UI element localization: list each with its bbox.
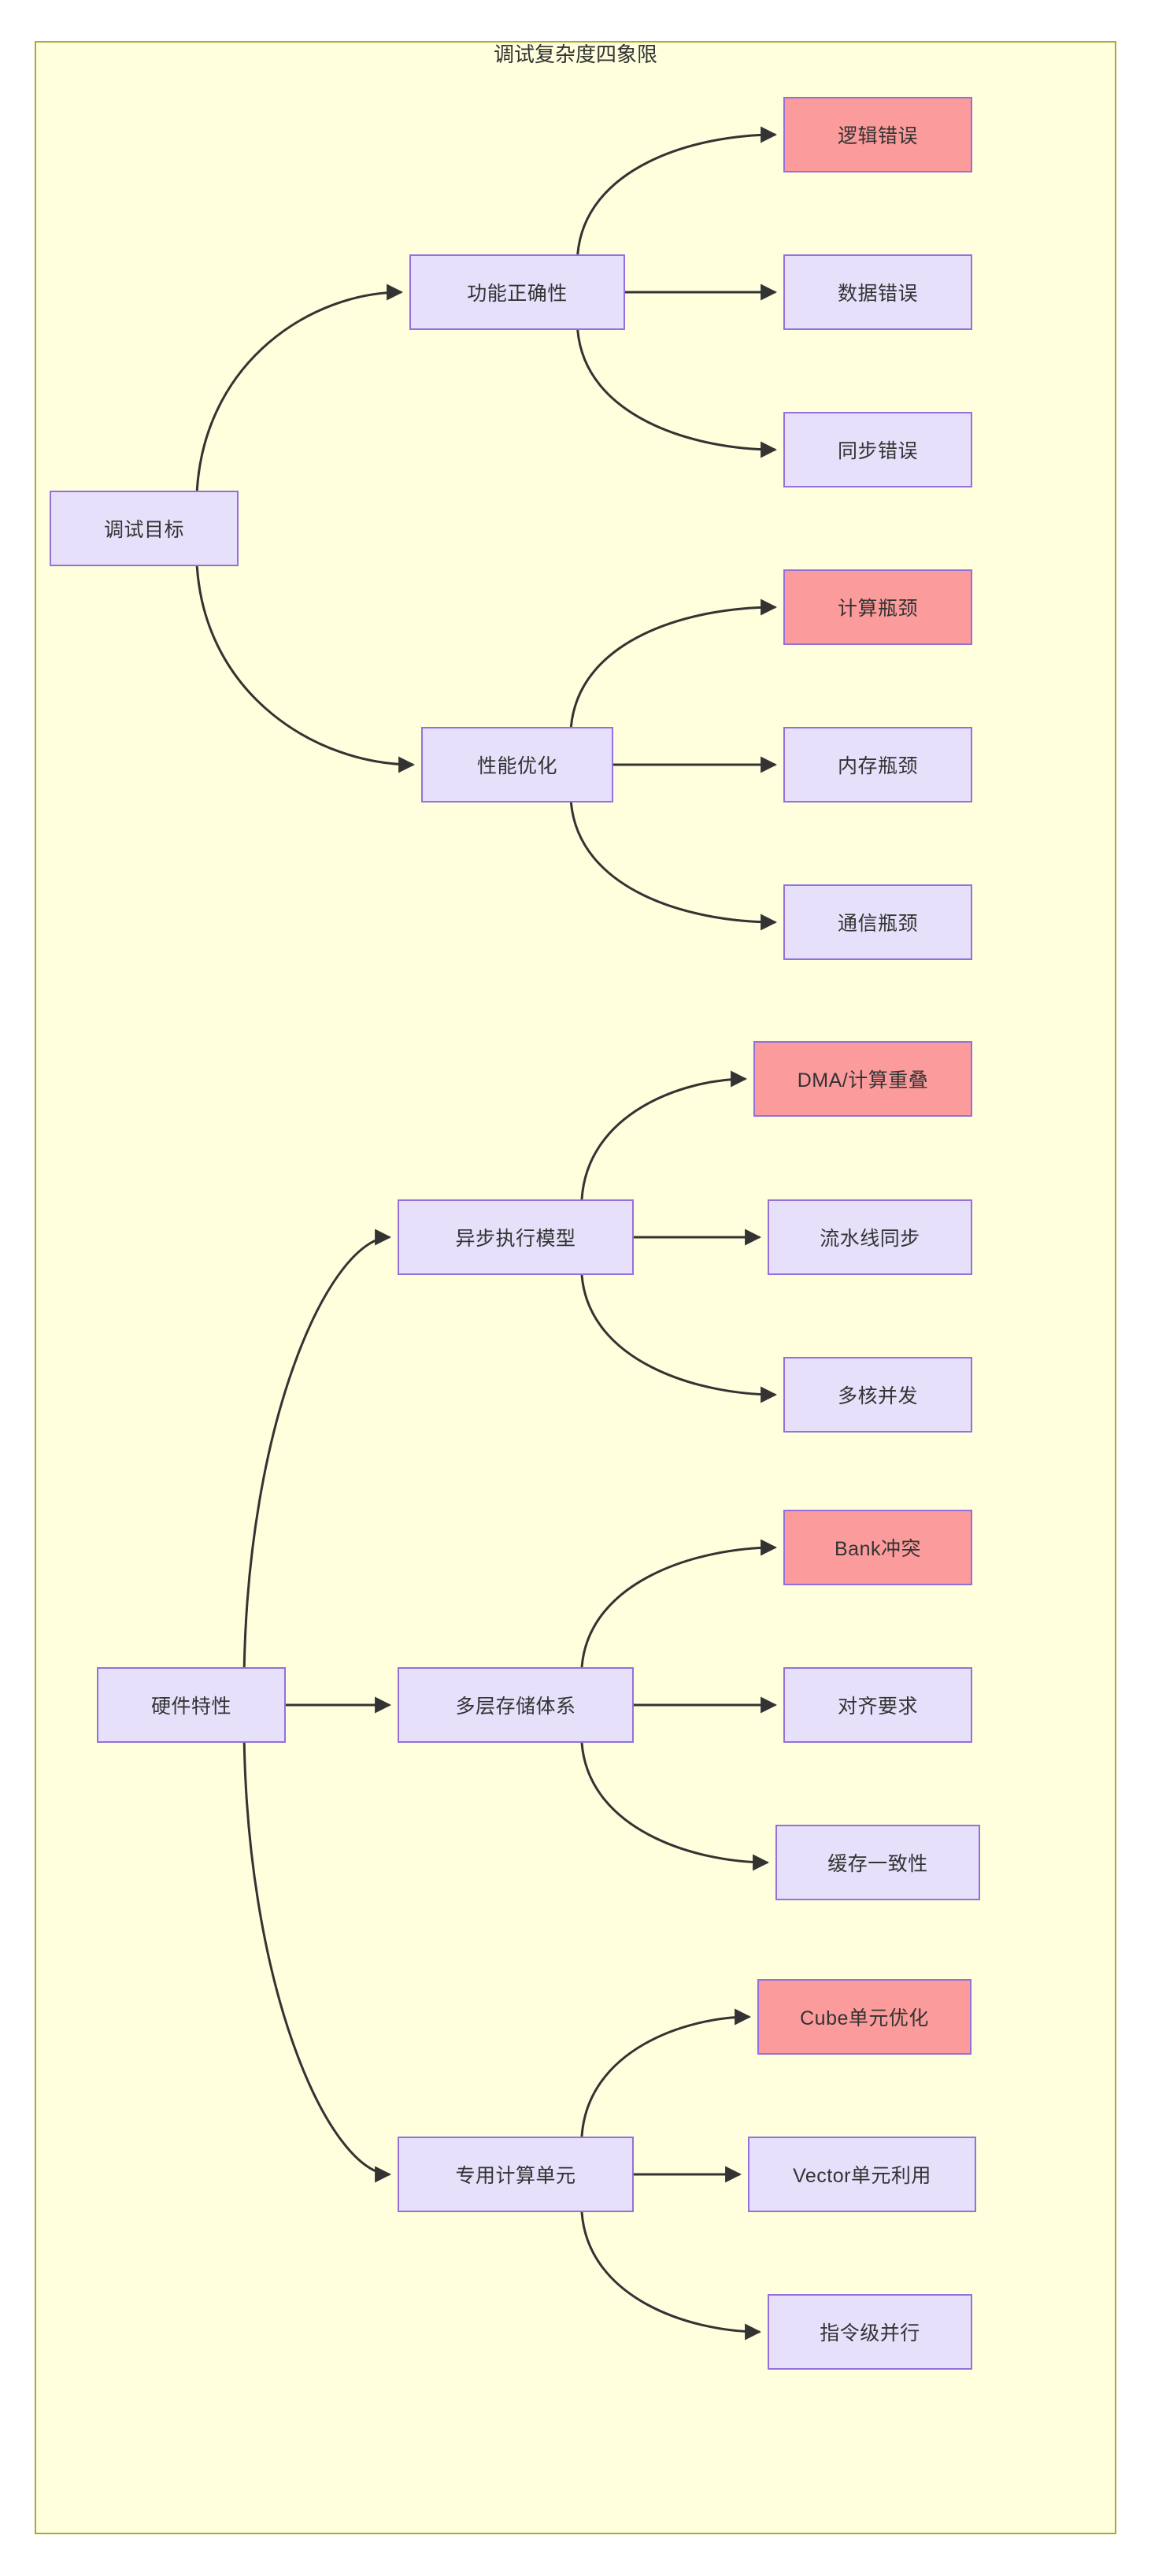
node-mid5[interactable]: 专用计算单元 — [398, 2137, 634, 2212]
node-leaf6[interactable]: 通信瓶颈 — [783, 884, 972, 960]
node-leaf1[interactable]: 逻辑错误 — [783, 97, 972, 172]
node-label: Bank冲突 — [835, 1538, 921, 1560]
node-mid3[interactable]: 异步执行模型 — [398, 1199, 634, 1275]
node-leaf2[interactable]: 数据错误 — [783, 254, 972, 330]
edge-mid3-to-leaf9 — [580, 1274, 778, 1403]
node-leaf3[interactable]: 同步错误 — [783, 412, 972, 487]
node-label: 通信瓶颈 — [837, 913, 918, 935]
edge-mid1-to-leaf1 — [576, 126, 778, 255]
node-leaf4[interactable]: 计算瓶颈 — [783, 569, 972, 645]
node-mid1[interactable]: 功能正确性 — [409, 254, 625, 330]
edge-root2-to-mid5 — [242, 1742, 392, 2183]
node-label: Vector单元利用 — [793, 2165, 931, 2187]
node-label: 多核并发 — [837, 1385, 918, 1407]
node-label: 调试目标 — [103, 519, 184, 541]
node-label: 数据错误 — [837, 283, 918, 305]
edge-mid2-to-leaf4 — [569, 599, 778, 728]
edge-root2-to-mid3 — [242, 1229, 392, 1668]
node-label: 缓存一致性 — [827, 1853, 928, 1875]
node-leaf10[interactable]: Bank冲突 — [783, 1510, 972, 1585]
node-root1[interactable]: 调试目标 — [50, 491, 239, 566]
node-label: 硬件特性 — [150, 1696, 231, 1718]
node-leaf5[interactable]: 内存瓶颈 — [783, 727, 972, 802]
node-leaf15[interactable]: 指令级并行 — [768, 2294, 972, 2370]
node-leaf13[interactable]: Cube单元优化 — [757, 1979, 972, 2055]
node-leaf8[interactable]: 流水线同步 — [768, 1199, 972, 1275]
node-label: DMA/计算重叠 — [797, 1069, 929, 1092]
node-leaf11[interactable]: 对齐要求 — [783, 1667, 972, 1743]
node-label: 功能正确性 — [467, 283, 568, 305]
node-label: 异步执行模型 — [455, 1228, 576, 1250]
node-leaf9[interactable]: 多核并发 — [783, 1357, 972, 1433]
node-label: 对齐要求 — [837, 1696, 918, 1718]
node-label: 流水线同步 — [820, 1228, 920, 1250]
node-label: 专用计算单元 — [455, 2165, 576, 2187]
node-leaf12[interactable]: 缓存一致性 — [775, 1825, 980, 1900]
node-label: 多层存储体系 — [455, 1696, 576, 1718]
edge-root1-to-mid2 — [195, 565, 416, 773]
node-label: 性能优化 — [476, 755, 557, 777]
edge-mid5-to-leaf13 — [580, 2008, 752, 2137]
node-label: 内存瓶颈 — [837, 755, 918, 777]
edge-mid2-to-leaf6 — [569, 802, 778, 931]
edge-mid3-to-leaf7 — [580, 1070, 748, 1200]
node-mid4[interactable]: 多层存储体系 — [398, 1667, 634, 1743]
node-label: 指令级并行 — [820, 2322, 920, 2344]
node-root2[interactable]: 硬件特性 — [97, 1667, 286, 1743]
edge-mid5-to-leaf15 — [580, 2211, 762, 2341]
edge-mid1-to-leaf3 — [576, 329, 778, 458]
node-mid2[interactable]: 性能优化 — [421, 727, 613, 802]
edge-mid4-to-leaf10 — [580, 1539, 778, 1668]
node-label: 逻辑错误 — [837, 125, 918, 147]
node-label: 同步错误 — [837, 440, 918, 462]
node-leaf14[interactable]: Vector单元利用 — [748, 2137, 976, 2212]
node-label: Cube单元优化 — [800, 2007, 929, 2029]
node-leaf7[interactable]: DMA/计算重叠 — [753, 1041, 972, 1117]
diagram-title: 调试复杂度四象限 — [493, 43, 657, 66]
edge-mid4-to-leaf12 — [580, 1742, 770, 1871]
edge-root1-to-mid1 — [195, 284, 404, 491]
node-label: 计算瓶颈 — [837, 598, 918, 620]
